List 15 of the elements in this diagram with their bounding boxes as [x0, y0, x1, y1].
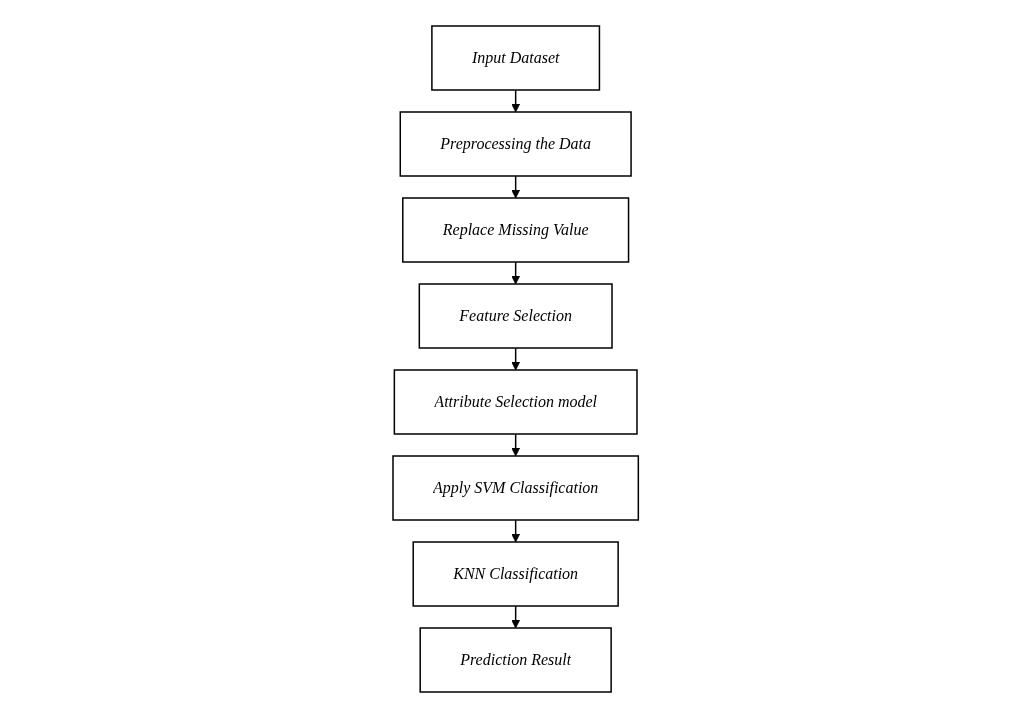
node-box: Replace Missing Value: [402, 196, 630, 263]
arrow: [511, 432, 521, 456]
arrow: [511, 260, 521, 284]
node-box: Input Dataset: [431, 24, 601, 91]
arrow: [511, 88, 521, 112]
node-box: Prediction Result: [419, 626, 613, 693]
node-box: Preprocessing the Data: [399, 110, 633, 177]
node-box: Apply SVM Classification: [392, 454, 640, 521]
node-box: Feature Selection: [418, 282, 614, 349]
node-box: Attribute Selection model: [393, 368, 639, 435]
node-box: KNN Classification: [412, 540, 620, 607]
arrow: [511, 346, 521, 370]
arrow: [511, 604, 521, 628]
arrow: [511, 174, 521, 198]
arrow: [511, 518, 521, 542]
